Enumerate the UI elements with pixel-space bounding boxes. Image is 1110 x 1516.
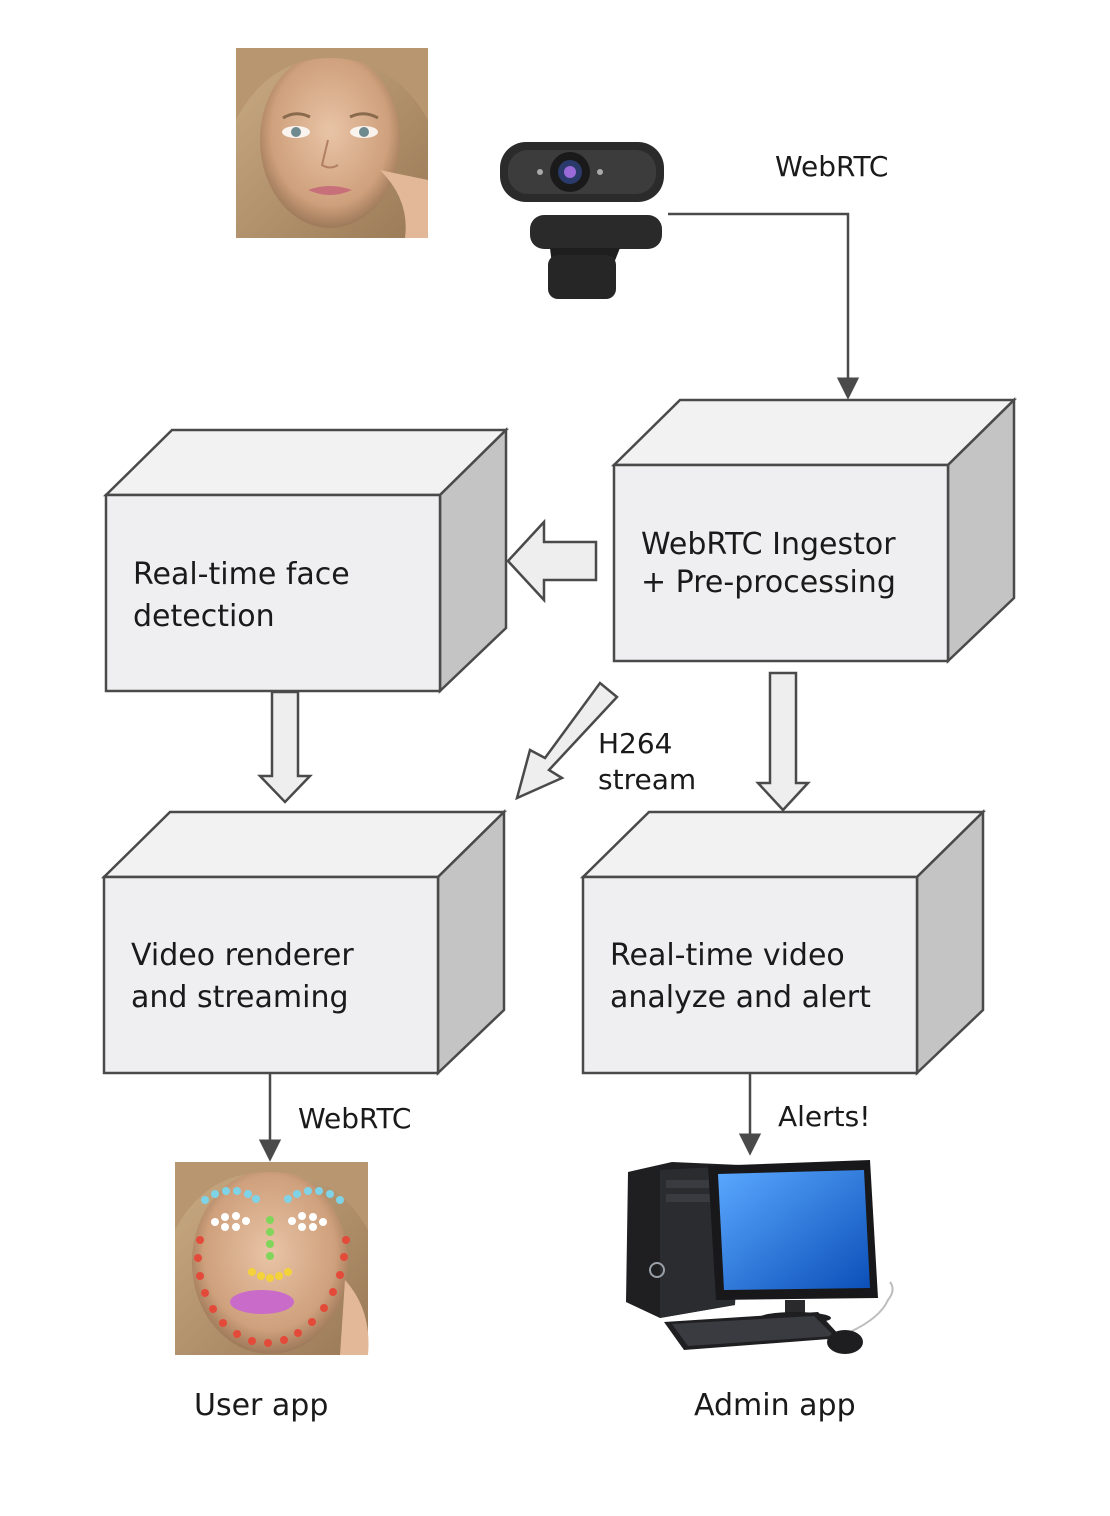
block-arrow-ingestor-to-analyzer <box>755 671 811 812</box>
caption-admin-app: Admin app <box>694 1388 856 1423</box>
face-detection-box: Real-time face detection <box>102 427 510 694</box>
video-renderer-box: Video renderer and streaming <box>100 809 508 1076</box>
webcam-icon <box>500 142 664 299</box>
landmark-eyes <box>211 1212 327 1231</box>
landmark-nostrils <box>248 1268 292 1282</box>
user-app-face-landmarks-image <box>175 1162 369 1355</box>
landmark-lips <box>230 1290 294 1314</box>
landmark-brows <box>201 1187 344 1204</box>
video-analyzer-label-line1: Real-time video <box>610 938 845 973</box>
ingestor-label-line2: + Pre-processing <box>641 565 896 600</box>
edge-label-webrtc-user: WebRTC <box>298 1102 411 1135</box>
video-renderer-label-line2: and streaming <box>131 980 349 1015</box>
source-face-image <box>236 48 428 238</box>
edge-label-stream: stream <box>598 763 696 796</box>
edge-label-webrtc-camera: WebRTC <box>775 150 888 183</box>
edge-label-alerts: Alerts! <box>778 1100 870 1133</box>
admin-app-computer-icon <box>626 1160 894 1354</box>
ingestor-label-line1: WebRTC Ingestor <box>641 527 896 562</box>
caption-user-app: User app <box>194 1388 328 1423</box>
face-detection-label-line1: Real-time face <box>133 557 350 592</box>
edge-label-h264: H264 <box>598 727 673 760</box>
landmark-jaw <box>194 1236 350 1347</box>
block-arrow-ingestor-to-face-detection <box>506 518 598 604</box>
block-arrow-h264-stream <box>515 681 619 801</box>
block-arrow-face-detection-to-renderer <box>257 690 313 804</box>
landmark-nose <box>266 1216 274 1260</box>
video-analyzer-label-line2: analyze and alert <box>610 980 871 1015</box>
connector-webcam-to-ingestor <box>668 212 860 400</box>
video-analyzer-box: Real-time video analyze and alert <box>579 809 987 1076</box>
face-detection-label-line2: detection <box>133 599 275 634</box>
ingestor-box: WebRTC Ingestor + Pre-processing <box>610 397 1018 664</box>
video-renderer-label-line1: Video renderer <box>131 938 354 973</box>
